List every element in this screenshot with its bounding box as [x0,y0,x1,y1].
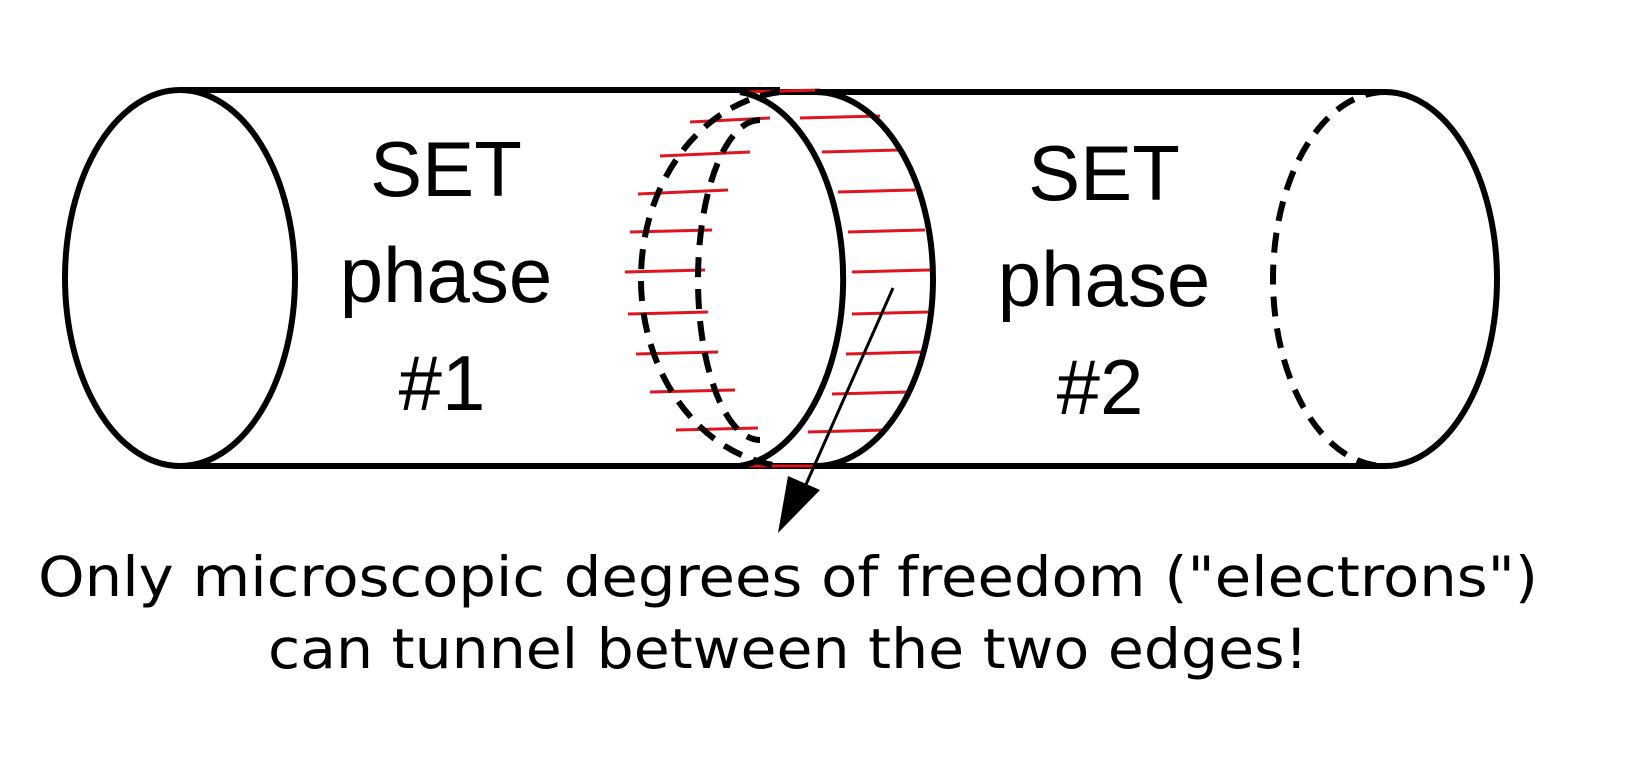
arrow-head [778,476,820,533]
pointer-arrow [778,287,895,533]
interface-front-rim-2 [814,89,936,469]
cylinder-segment-2 [780,89,1500,469]
phase1-label-line2: phase [340,231,553,319]
tunneling-hatch [624,88,931,468]
phase2-label-line2: phase [998,235,1211,323]
phase1-label-line3: #1 [399,339,486,427]
phase1-label-line1: SET [370,125,522,213]
interface-back-inner-dashed [695,117,761,443]
interface-back-outer-dashed [638,89,781,469]
cylinder-segment-1 [62,87,780,469]
right-end-cap-front [1384,89,1500,469]
right-end-cap-back [1270,89,1386,469]
interface-front-rim-1 [739,89,847,469]
caption-line2: can tunnel between the two edges! [268,617,1308,681]
caption-line1: Only microscopic degrees of freedom ("el… [38,545,1538,609]
phase2-label-line3: #2 [1057,343,1144,431]
arrow-shaft [798,287,895,499]
phase2-label-line1: SET [1028,129,1180,217]
interface-region [624,88,936,469]
left-end-cap [62,87,298,469]
